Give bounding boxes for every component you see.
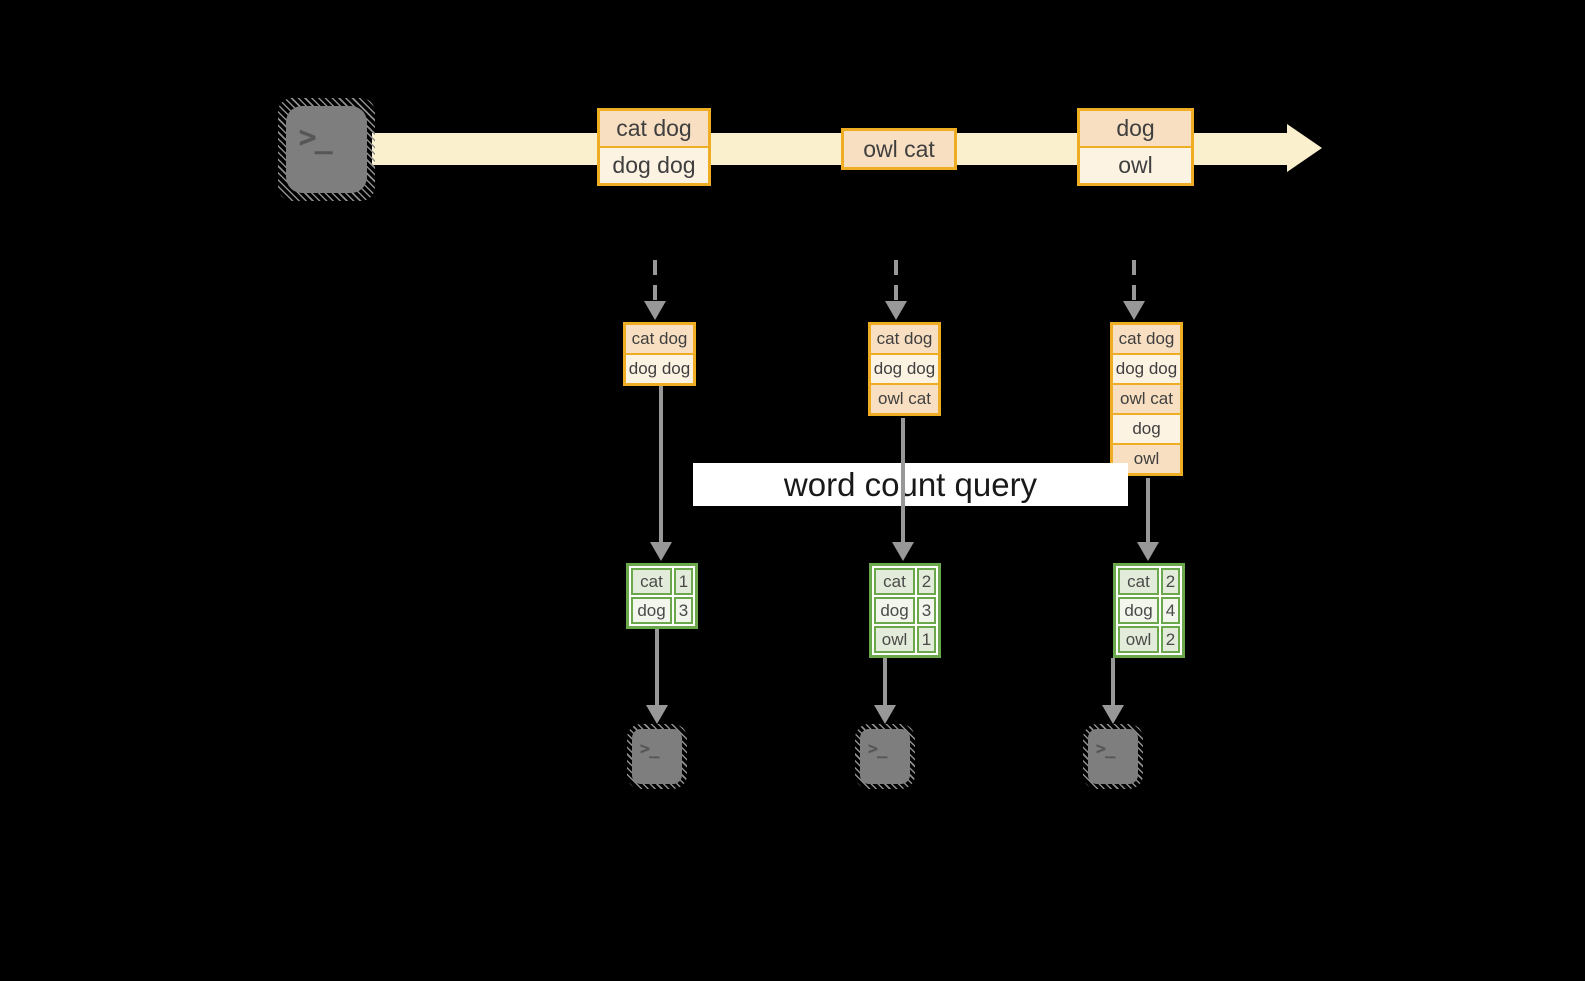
table-cell-count: 3 bbox=[674, 597, 693, 624]
table-cell-count: 2 bbox=[1161, 626, 1180, 653]
connector-line bbox=[901, 418, 905, 543]
connector-line bbox=[655, 629, 659, 706]
table-cell-word: dog bbox=[874, 597, 915, 624]
batch-row: dog bbox=[1080, 111, 1191, 146]
stream-batch-2: owl cat bbox=[841, 128, 957, 170]
wordcount-table-2: cat 2 dog 3 owl 1 bbox=[869, 563, 941, 658]
terminal-screen: >_ bbox=[286, 106, 367, 193]
terminal-screen: >_ bbox=[1088, 729, 1138, 784]
batch-row: owl bbox=[1080, 146, 1191, 183]
table-cell-word: dog bbox=[631, 597, 672, 624]
connector-line bbox=[1111, 658, 1115, 706]
wordcount-table-3: cat 2 dog 4 owl 2 bbox=[1113, 563, 1185, 658]
accumulated-stack-2: cat dog dog dog owl cat bbox=[868, 322, 941, 416]
table-cell-count: 2 bbox=[1161, 568, 1180, 595]
table-cell-word: cat bbox=[1118, 568, 1159, 595]
terminal-sink-icon: >_ bbox=[627, 724, 687, 789]
stream-batch-3: dog owl bbox=[1077, 108, 1194, 186]
arrow-down-icon bbox=[885, 301, 907, 320]
arrow-down-icon bbox=[644, 301, 666, 320]
arrow-down-icon bbox=[892, 542, 914, 561]
dashed-arrow-shaft bbox=[653, 260, 657, 302]
terminal-screen: >_ bbox=[632, 729, 682, 784]
connector-line bbox=[883, 658, 887, 706]
terminal-prompt-icon: >_ bbox=[639, 738, 660, 759]
dashed-arrow-shaft bbox=[1132, 260, 1136, 302]
batch-row: owl cat bbox=[844, 131, 954, 167]
stack-row: owl cat bbox=[1113, 383, 1180, 413]
connector-line bbox=[659, 386, 663, 543]
stack-row: cat dog bbox=[871, 325, 938, 353]
arrow-down-icon bbox=[646, 705, 668, 724]
stack-row: cat dog bbox=[626, 325, 693, 353]
accumulated-stack-3: cat dog dog dog owl cat dog owl bbox=[1110, 322, 1183, 476]
wordcount-table-1: cat 1 dog 3 bbox=[626, 563, 698, 629]
arrow-down-icon bbox=[1137, 542, 1159, 561]
stream-batch-1: cat dog dog dog bbox=[597, 108, 711, 186]
terminal-sink-icon: >_ bbox=[1083, 724, 1143, 789]
connector-line bbox=[1146, 478, 1150, 543]
stack-row: dog bbox=[1113, 413, 1180, 443]
terminal-sink-icon: >_ bbox=[855, 724, 915, 789]
batch-row: dog dog bbox=[600, 146, 708, 183]
terminal-source-icon: >_ bbox=[278, 98, 375, 201]
table-cell-word: owl bbox=[1118, 626, 1159, 653]
batch-row: cat dog bbox=[600, 111, 708, 146]
stack-row: cat dog bbox=[1113, 325, 1180, 353]
table-cell-count: 4 bbox=[1161, 597, 1180, 624]
stack-row: dog dog bbox=[1113, 353, 1180, 383]
stream-arrow-head-icon bbox=[1287, 124, 1322, 172]
table-cell-word: cat bbox=[874, 568, 915, 595]
table-cell-count: 1 bbox=[917, 626, 936, 653]
table-cell-word: cat bbox=[631, 568, 672, 595]
arrow-down-icon bbox=[650, 542, 672, 561]
query-label-text: word count query bbox=[783, 465, 1038, 503]
terminal-prompt-icon: >_ bbox=[1095, 738, 1116, 759]
arrow-down-icon bbox=[874, 705, 896, 724]
stack-row: dog dog bbox=[626, 353, 693, 383]
query-label: word count query bbox=[693, 463, 1128, 506]
table-cell-count: 3 bbox=[917, 597, 936, 624]
terminal-screen: >_ bbox=[860, 729, 910, 784]
stack-row: dog dog bbox=[871, 353, 938, 383]
table-cell-word: dog bbox=[1118, 597, 1159, 624]
accumulated-stack-1: cat dog dog dog bbox=[623, 322, 696, 386]
terminal-prompt-icon: >_ bbox=[867, 738, 888, 759]
table-cell-word: owl bbox=[874, 626, 915, 653]
stack-row: owl cat bbox=[871, 383, 938, 413]
arrow-down-icon bbox=[1102, 705, 1124, 724]
table-cell-count: 2 bbox=[917, 568, 936, 595]
arrow-down-icon bbox=[1123, 301, 1145, 320]
table-cell-count: 1 bbox=[674, 568, 693, 595]
dashed-arrow-shaft bbox=[894, 260, 898, 302]
terminal-prompt-icon: >_ bbox=[298, 120, 332, 155]
